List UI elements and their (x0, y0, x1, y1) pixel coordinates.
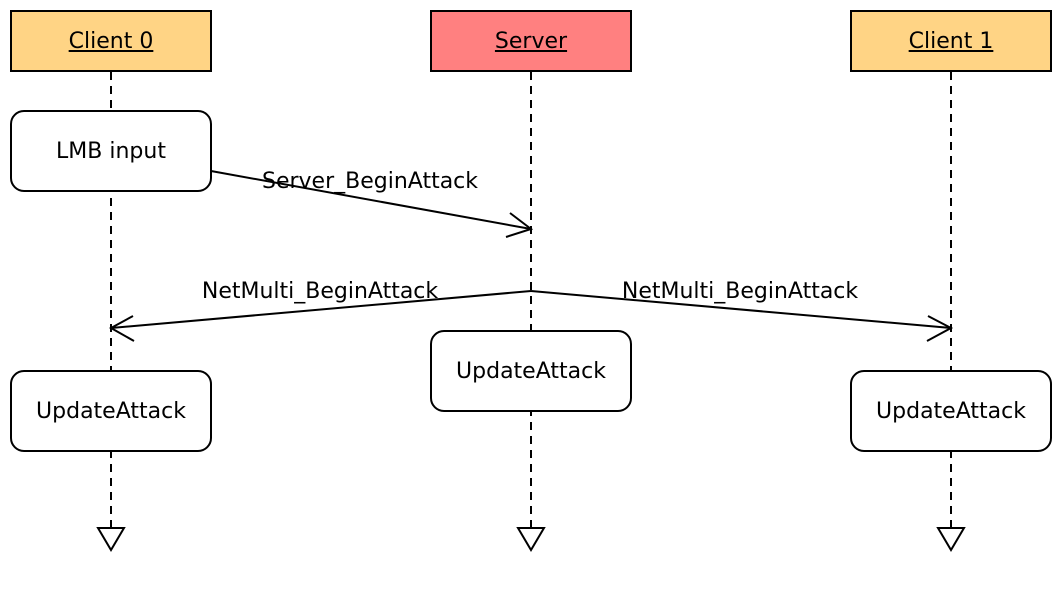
lifeline-end-client-0 (96, 527, 126, 552)
lifeline-end-client-1 (936, 527, 966, 552)
actor-client-1-label: Client 1 (908, 28, 994, 54)
arrow-netmulti-to-client-0 (108, 290, 532, 342)
actor-client-0: Client 0 (10, 10, 212, 72)
arrow-netmulti-to-client-1 (530, 290, 954, 342)
message-label-server-begin-attack: Server_BeginAttack (261, 169, 479, 194)
activation-client-0-update-label: UpdateAttack (36, 398, 186, 424)
lifeline-end-server (516, 527, 546, 552)
activation-client-0-update: UpdateAttack (10, 370, 212, 452)
arrow-server-begin-attack (210, 170, 534, 238)
actor-server: Server (430, 10, 632, 72)
actor-server-label: Server (494, 28, 568, 54)
activation-server-update: UpdateAttack (430, 330, 632, 412)
message-label-netmulti-client-0: NetMulti_BeginAttack (201, 279, 439, 304)
actor-client-1: Client 1 (850, 10, 1052, 72)
activation-client-0-input-label: LMB input (56, 138, 166, 164)
activation-client-1-update: UpdateAttack (850, 370, 1052, 452)
message-label-netmulti-client-1: NetMulti_BeginAttack (621, 279, 859, 304)
activation-client-0-input: LMB input (10, 110, 212, 192)
activation-client-1-update-label: UpdateAttack (876, 398, 1026, 424)
activation-server-update-label: UpdateAttack (456, 358, 606, 384)
actor-client-0-label: Client 0 (68, 28, 154, 54)
